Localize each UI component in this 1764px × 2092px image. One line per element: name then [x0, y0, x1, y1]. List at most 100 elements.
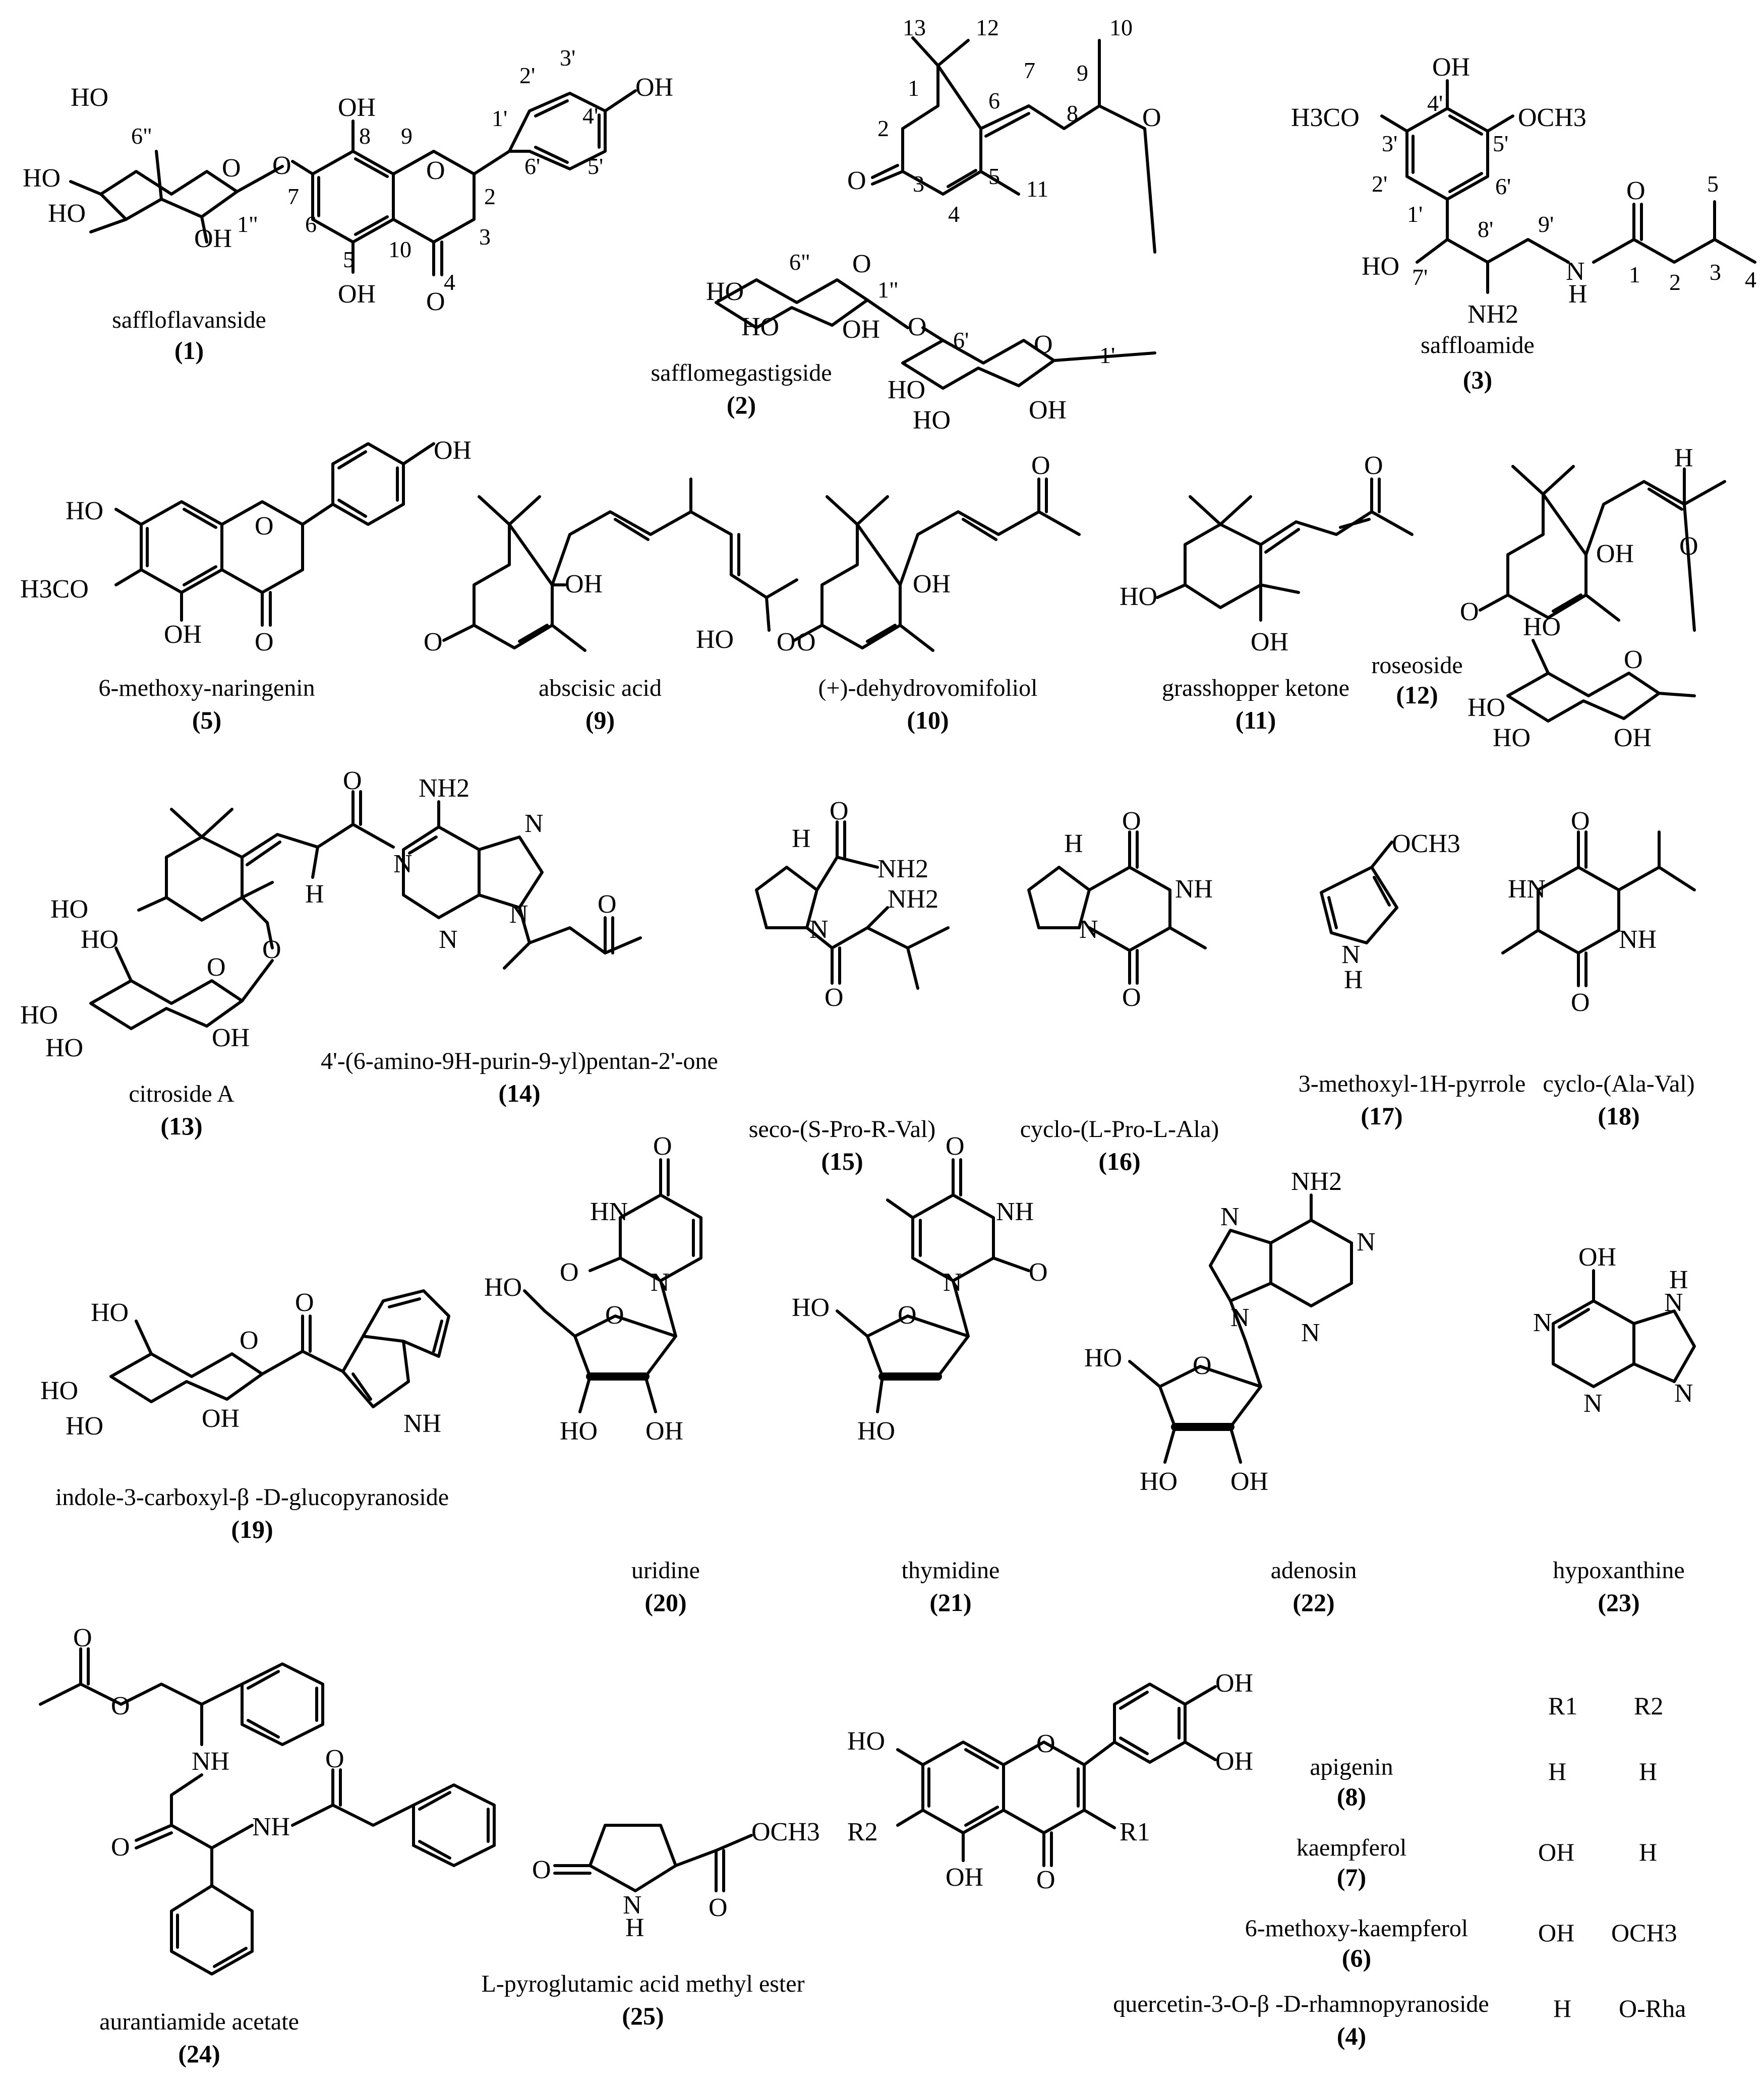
atom-ho: HO	[1523, 613, 1561, 641]
row-r2: OCH3	[1611, 1919, 1677, 1947]
locant: 8	[359, 123, 371, 149]
atom-ho: HO	[484, 1273, 522, 1302]
atom-ho: HO	[706, 277, 744, 306]
atom-o: O	[255, 512, 274, 541]
atom-o: O	[1031, 451, 1050, 480]
row-name: kaempferol	[1297, 1834, 1407, 1861]
structure-9-abscisic-acid: O OH HO O abscisic acid (9)	[424, 477, 816, 734]
locant: 1	[1629, 262, 1640, 287]
atom-ho: HO	[91, 1298, 129, 1327]
atom-o: O	[1624, 645, 1643, 674]
atom-ho: HO	[1120, 582, 1157, 611]
atom-oh: OH	[946, 1863, 983, 1892]
locant: 6	[988, 88, 1000, 113]
structure-5-6-methoxy-naringenin: OH O O HO H3CO OH 6-methoxy-naringenin (…	[20, 436, 472, 734]
atom-o: O	[1142, 103, 1161, 132]
compound-label: (21)	[929, 1588, 971, 1617]
structure-20-uridine: O HN O N O HO HO OH uridine (20)	[484, 1132, 702, 1617]
locant: 5	[343, 247, 355, 272]
atom-ho: HO	[857, 1417, 895, 1446]
locant: 8	[1067, 100, 1078, 126]
compound-name: seco-(S-Pro-R-Val)	[749, 1116, 936, 1143]
row-r1: OH	[1538, 1838, 1574, 1866]
locant: 12	[976, 15, 999, 40]
table-header-r2: R2	[1634, 1692, 1663, 1720]
compound-label: (15)	[821, 1147, 863, 1175]
atom-ho: HO	[81, 925, 119, 954]
structure-25-pyroglutamate: O N H O OCH3 L-pyroglutamic acid methyl …	[481, 1818, 819, 2030]
atom-o: O	[1122, 983, 1141, 1012]
atom-ho: HO	[66, 1412, 103, 1441]
atom-oh: OH	[635, 73, 673, 102]
atom-n: N	[439, 925, 458, 954]
atom-oh: OH	[1215, 1669, 1253, 1698]
locant: 2	[877, 115, 889, 141]
atom-nh: NH	[403, 1409, 441, 1438]
atom-oh: OH	[164, 620, 202, 649]
compound-label: (10)	[907, 706, 949, 734]
atom-o: O	[207, 953, 226, 982]
atom-n: N	[1664, 1288, 1683, 1317]
atom-h: H	[1674, 444, 1693, 472]
atom-n: N	[1533, 1308, 1552, 1337]
atom-n: N	[1341, 940, 1361, 969]
atom-n: N	[1301, 1319, 1320, 1347]
locant: 3'	[560, 45, 575, 71]
atom-ho: HO	[792, 1293, 830, 1322]
compound-name: L-pyroglutamic acid methyl ester	[481, 1970, 804, 1997]
atom-o: O	[73, 1624, 92, 1652]
atom-nh: NH	[1175, 875, 1213, 904]
atom-o: O	[847, 166, 866, 195]
row-label: (6)	[1342, 1944, 1371, 1972]
atom-oh: OH	[1578, 1243, 1616, 1272]
atom-oh: OH	[913, 570, 951, 599]
locant: 7'	[1412, 264, 1428, 290]
compound-label: (13)	[160, 1112, 202, 1140]
compound-label: (3)	[1463, 366, 1492, 394]
atom-o: O	[830, 797, 849, 825]
compound-name: citroside A	[129, 1081, 234, 1107]
atom-r2: R2	[847, 1818, 878, 1846]
atom-ho: HO	[40, 1377, 78, 1405]
compound-name: thymidine	[902, 1557, 1000, 1584]
locant: 5'	[1493, 131, 1508, 156]
structure-19-indole-glucoside: HO O O HO HO OH NH indole-3-carboxyl-β -…	[40, 1288, 450, 1543]
atom-ho: HO	[696, 625, 734, 654]
atom-oh: OH	[565, 570, 603, 599]
atom-o: O	[1364, 451, 1383, 480]
locant: 2	[484, 184, 496, 209]
atom-ho: HO	[23, 164, 61, 193]
atom-ho: HO	[913, 406, 951, 435]
atom-o: O	[709, 1893, 728, 1922]
atom-o: O	[1571, 988, 1590, 1017]
atom-oh: OH	[1614, 724, 1652, 752]
atom-h: H	[1568, 280, 1587, 309]
locant: 3	[1710, 259, 1721, 285]
row-r1: H	[1553, 1994, 1571, 2022]
locant: 7	[287, 184, 299, 209]
atom-o: O	[1036, 1866, 1055, 1894]
atom-oh: OH	[1596, 540, 1634, 568]
compound-name: 3-methoxyl-1H-pyrrole	[1299, 1070, 1526, 1097]
atom-n: N	[1583, 1389, 1603, 1418]
locant: 2'	[519, 63, 535, 88]
structure-2-safflomegastigside: 13 12 1 6 7 8 9 10 O 2 O 3 4 5 11 6" O 1…	[651, 15, 1161, 435]
locant: 3	[913, 171, 924, 197]
atom-nh: NH	[1619, 925, 1657, 954]
structure-3-saffloamide: OH 4' H3CO OCH3 3' 5' 2' 6' 1' HO 7' 8' …	[1291, 53, 1756, 394]
atom-o: O	[240, 1326, 259, 1355]
atom-o: O	[1571, 807, 1590, 835]
atom-oh: OH	[1215, 1747, 1253, 1776]
table-header-r1: R1	[1548, 1692, 1577, 1720]
atom-oh: OH	[1251, 628, 1288, 656]
locant: 6	[305, 211, 317, 237]
atom-ho: HO	[1362, 252, 1399, 281]
atom-o: O	[1036, 1729, 1055, 1758]
row-r2: H	[1639, 1838, 1657, 1866]
compound-name: abscisic acid	[539, 675, 662, 701]
atom-oh: OH	[842, 315, 880, 344]
atom-o: O	[262, 935, 281, 964]
atom-och3: OCH3	[1392, 829, 1460, 858]
compound-label: (24)	[178, 2040, 220, 2068]
atom-ho: HO	[20, 1001, 58, 1030]
